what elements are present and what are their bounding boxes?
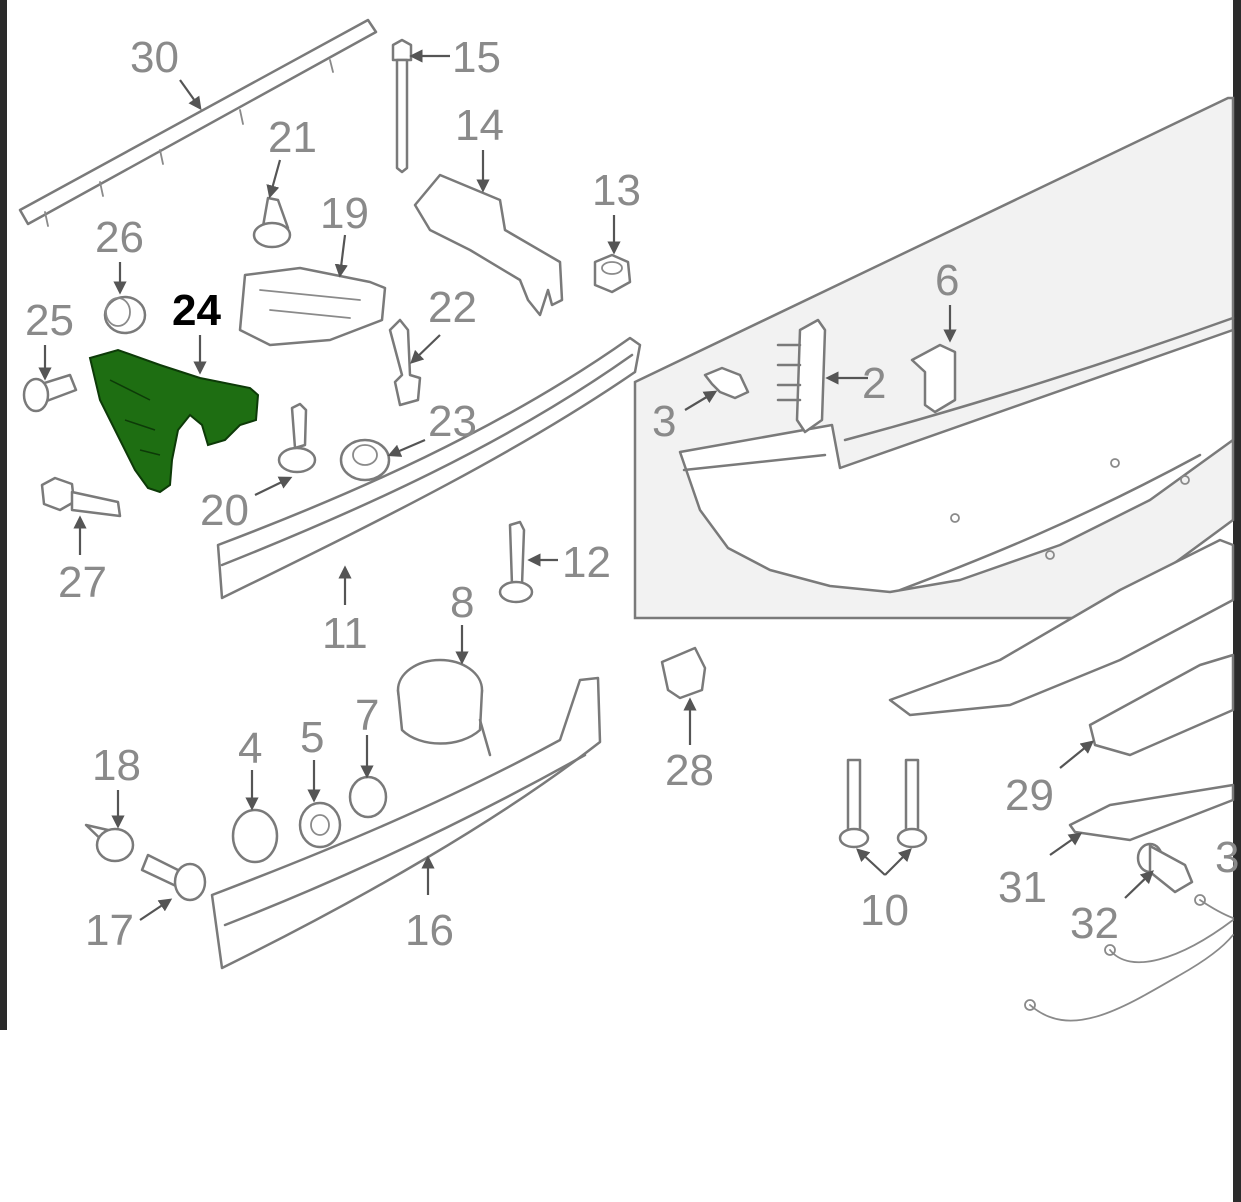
bolt-part-15 bbox=[391, 38, 413, 174]
callout-6: 6 bbox=[935, 256, 959, 305]
bolts-part-10 bbox=[838, 758, 928, 849]
bracket-part-14 bbox=[413, 173, 564, 317]
bolt-part-12 bbox=[498, 520, 534, 604]
clip-part-22 bbox=[388, 318, 422, 407]
callout-17: 17 bbox=[85, 906, 134, 955]
panel-part-31 bbox=[1068, 783, 1235, 842]
sensor-part-32 bbox=[1136, 842, 1194, 894]
bumper-inset-panel bbox=[633, 96, 1235, 620]
diffuser-part-29 bbox=[1088, 653, 1235, 757]
rivet-part-21 bbox=[252, 196, 292, 249]
bushing-part-26 bbox=[103, 295, 147, 335]
callout-23: 23 bbox=[428, 397, 477, 446]
screw-part-17 bbox=[140, 853, 207, 902]
trim-strip-part-30 bbox=[18, 18, 378, 226]
left-edge-strip bbox=[0, 0, 7, 1030]
callout-2: 2 bbox=[862, 359, 886, 408]
callout-24: 24 bbox=[172, 286, 221, 335]
clip-part-28 bbox=[660, 646, 707, 700]
callout-14: 14 bbox=[455, 101, 504, 150]
absorber-part-16 bbox=[210, 676, 602, 970]
nut-part-13 bbox=[593, 253, 632, 294]
nut-part-23 bbox=[339, 438, 391, 482]
callout-16: 16 bbox=[405, 906, 454, 955]
leader-lines bbox=[38, 49, 1154, 921]
beam-part-11 bbox=[216, 336, 642, 600]
callout-15: 15 bbox=[452, 33, 501, 82]
callout-4: 4 bbox=[238, 724, 262, 773]
bumper-cover bbox=[678, 328, 1235, 594]
callout-labels: 30 15 14 13 21 19 26 25 24 22 23 20 27 1… bbox=[25, 33, 1239, 955]
bolt-part-20 bbox=[277, 402, 317, 474]
bolt-part-27 bbox=[40, 476, 122, 518]
callout-29: 29 bbox=[1005, 771, 1054, 820]
callout-18: 18 bbox=[92, 741, 141, 790]
nut-part-5 bbox=[298, 801, 342, 849]
callout-19: 19 bbox=[320, 189, 369, 238]
callout-26: 26 bbox=[95, 213, 144, 262]
callout-32: 32 bbox=[1070, 899, 1119, 948]
right-edge-strip bbox=[1233, 0, 1241, 1202]
callout-11: 11 bbox=[322, 609, 368, 658]
callout-28: 28 bbox=[665, 746, 714, 795]
callout-30: 30 bbox=[130, 33, 179, 82]
callout-31: 31 bbox=[998, 863, 1047, 912]
lower-trim bbox=[888, 538, 1235, 717]
callout-27: 27 bbox=[58, 558, 107, 607]
clip-part-3 bbox=[703, 366, 750, 400]
callout-8: 8 bbox=[450, 578, 474, 627]
callout-25: 25 bbox=[25, 296, 74, 345]
pin-part-25 bbox=[22, 373, 78, 413]
callout-12: 12 bbox=[562, 538, 611, 587]
plug-part-4 bbox=[231, 808, 279, 864]
mount-part-8 bbox=[396, 658, 492, 757]
cap-part-6 bbox=[910, 343, 957, 414]
callout-20: 20 bbox=[200, 486, 249, 535]
callout-7: 7 bbox=[355, 691, 379, 740]
callout-22: 22 bbox=[428, 283, 477, 332]
callout-10: 10 bbox=[860, 886, 909, 935]
rivet-part-18 bbox=[84, 823, 135, 863]
bracket-part-2 bbox=[795, 318, 827, 434]
callout-21: 21 bbox=[268, 113, 317, 162]
bracket-part-19 bbox=[238, 266, 387, 347]
callout-partial-3: 3 bbox=[1215, 833, 1239, 882]
bracket-part-24-highlighted bbox=[88, 348, 260, 494]
callout-3: 3 bbox=[652, 397, 676, 446]
callout-5: 5 bbox=[300, 713, 324, 762]
callout-13: 13 bbox=[592, 166, 641, 215]
cap-part-7 bbox=[348, 775, 388, 819]
wiring-harness bbox=[1029, 899, 1234, 1022]
